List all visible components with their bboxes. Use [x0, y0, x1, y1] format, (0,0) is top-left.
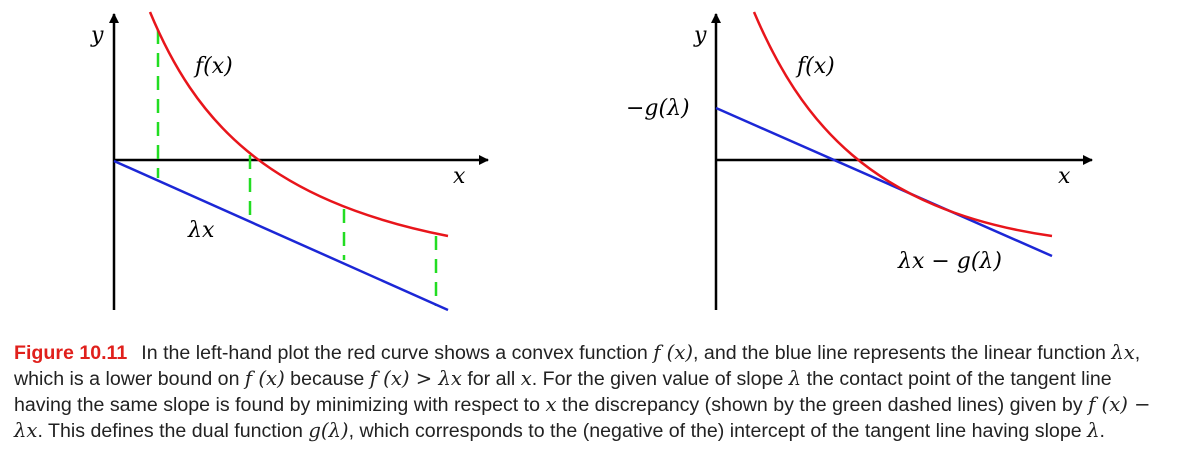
caption-label: Figure 10.11 — [14, 342, 128, 364]
caption-math: λ — [788, 367, 802, 390]
right-x-label: x — [1058, 164, 1071, 189]
caption-math: f (x) > λx — [369, 367, 462, 390]
caption-text: the contact point of the tangent line ha… — [14, 368, 1112, 416]
left-y-label: y — [90, 23, 104, 48]
right-tangent-line — [715, 106, 1053, 258]
caption-math: λ — [1087, 419, 1100, 442]
caption-text: In the left-hand plot the red curve show… — [141, 342, 654, 364]
caption-text: , which is a lower bound on — [14, 342, 1141, 390]
caption-text: , and the blue line represents the linea… — [693, 342, 1112, 364]
left-convex-curve — [148, 11, 449, 238]
caption-text: . For the given value of slope — [531, 368, 789, 390]
right-curve-label: f(x) — [795, 54, 835, 79]
right-y-label: y — [693, 23, 707, 48]
left-plot: y x f(x) λx — [90, 11, 489, 312]
caption-text: , which corresponds to the (negative of … — [348, 420, 1088, 442]
figure-svg: y x f(x) λx y x f(x) −g(λ) λx − g(λ) — [90, 11, 1093, 312]
left-x-label: x — [453, 164, 466, 189]
caption-math: g(λ) — [308, 419, 349, 442]
right-intercept-label: −g(λ) — [626, 96, 690, 121]
caption-text: . This defines the dual function — [37, 420, 309, 442]
figure-caption: Figure 10.11 In the left-hand plot the re… — [14, 340, 1172, 444]
caption-text: . — [1099, 420, 1105, 442]
caption-text: for all — [461, 368, 521, 390]
left-line-label: λx — [187, 218, 215, 243]
left-discrepancy-lines — [156, 30, 438, 306]
caption-math: f (x) − λx — [14, 393, 1151, 442]
left-curve-label: f(x) — [193, 54, 233, 79]
caption-text: the discrepancy (shown by the green dash… — [556, 394, 1089, 416]
right-tangent-label: λx − g(λ) — [897, 249, 1002, 274]
caption-math: f (x) — [244, 367, 285, 390]
caption-math: f (x) — [653, 341, 694, 364]
left-linear-function — [113, 159, 449, 312]
caption-text: because — [284, 368, 370, 390]
caption-math: x — [545, 393, 557, 416]
right-plot: y x f(x) −g(λ) λx − g(λ) — [626, 11, 1093, 310]
right-convex-curve — [752, 11, 1053, 238]
caption-math: x — [520, 367, 532, 390]
caption-math: λx — [1111, 341, 1135, 364]
figure: y x f(x) λx y x f(x) −g(λ) λx − g(λ) — [90, 11, 1093, 312]
